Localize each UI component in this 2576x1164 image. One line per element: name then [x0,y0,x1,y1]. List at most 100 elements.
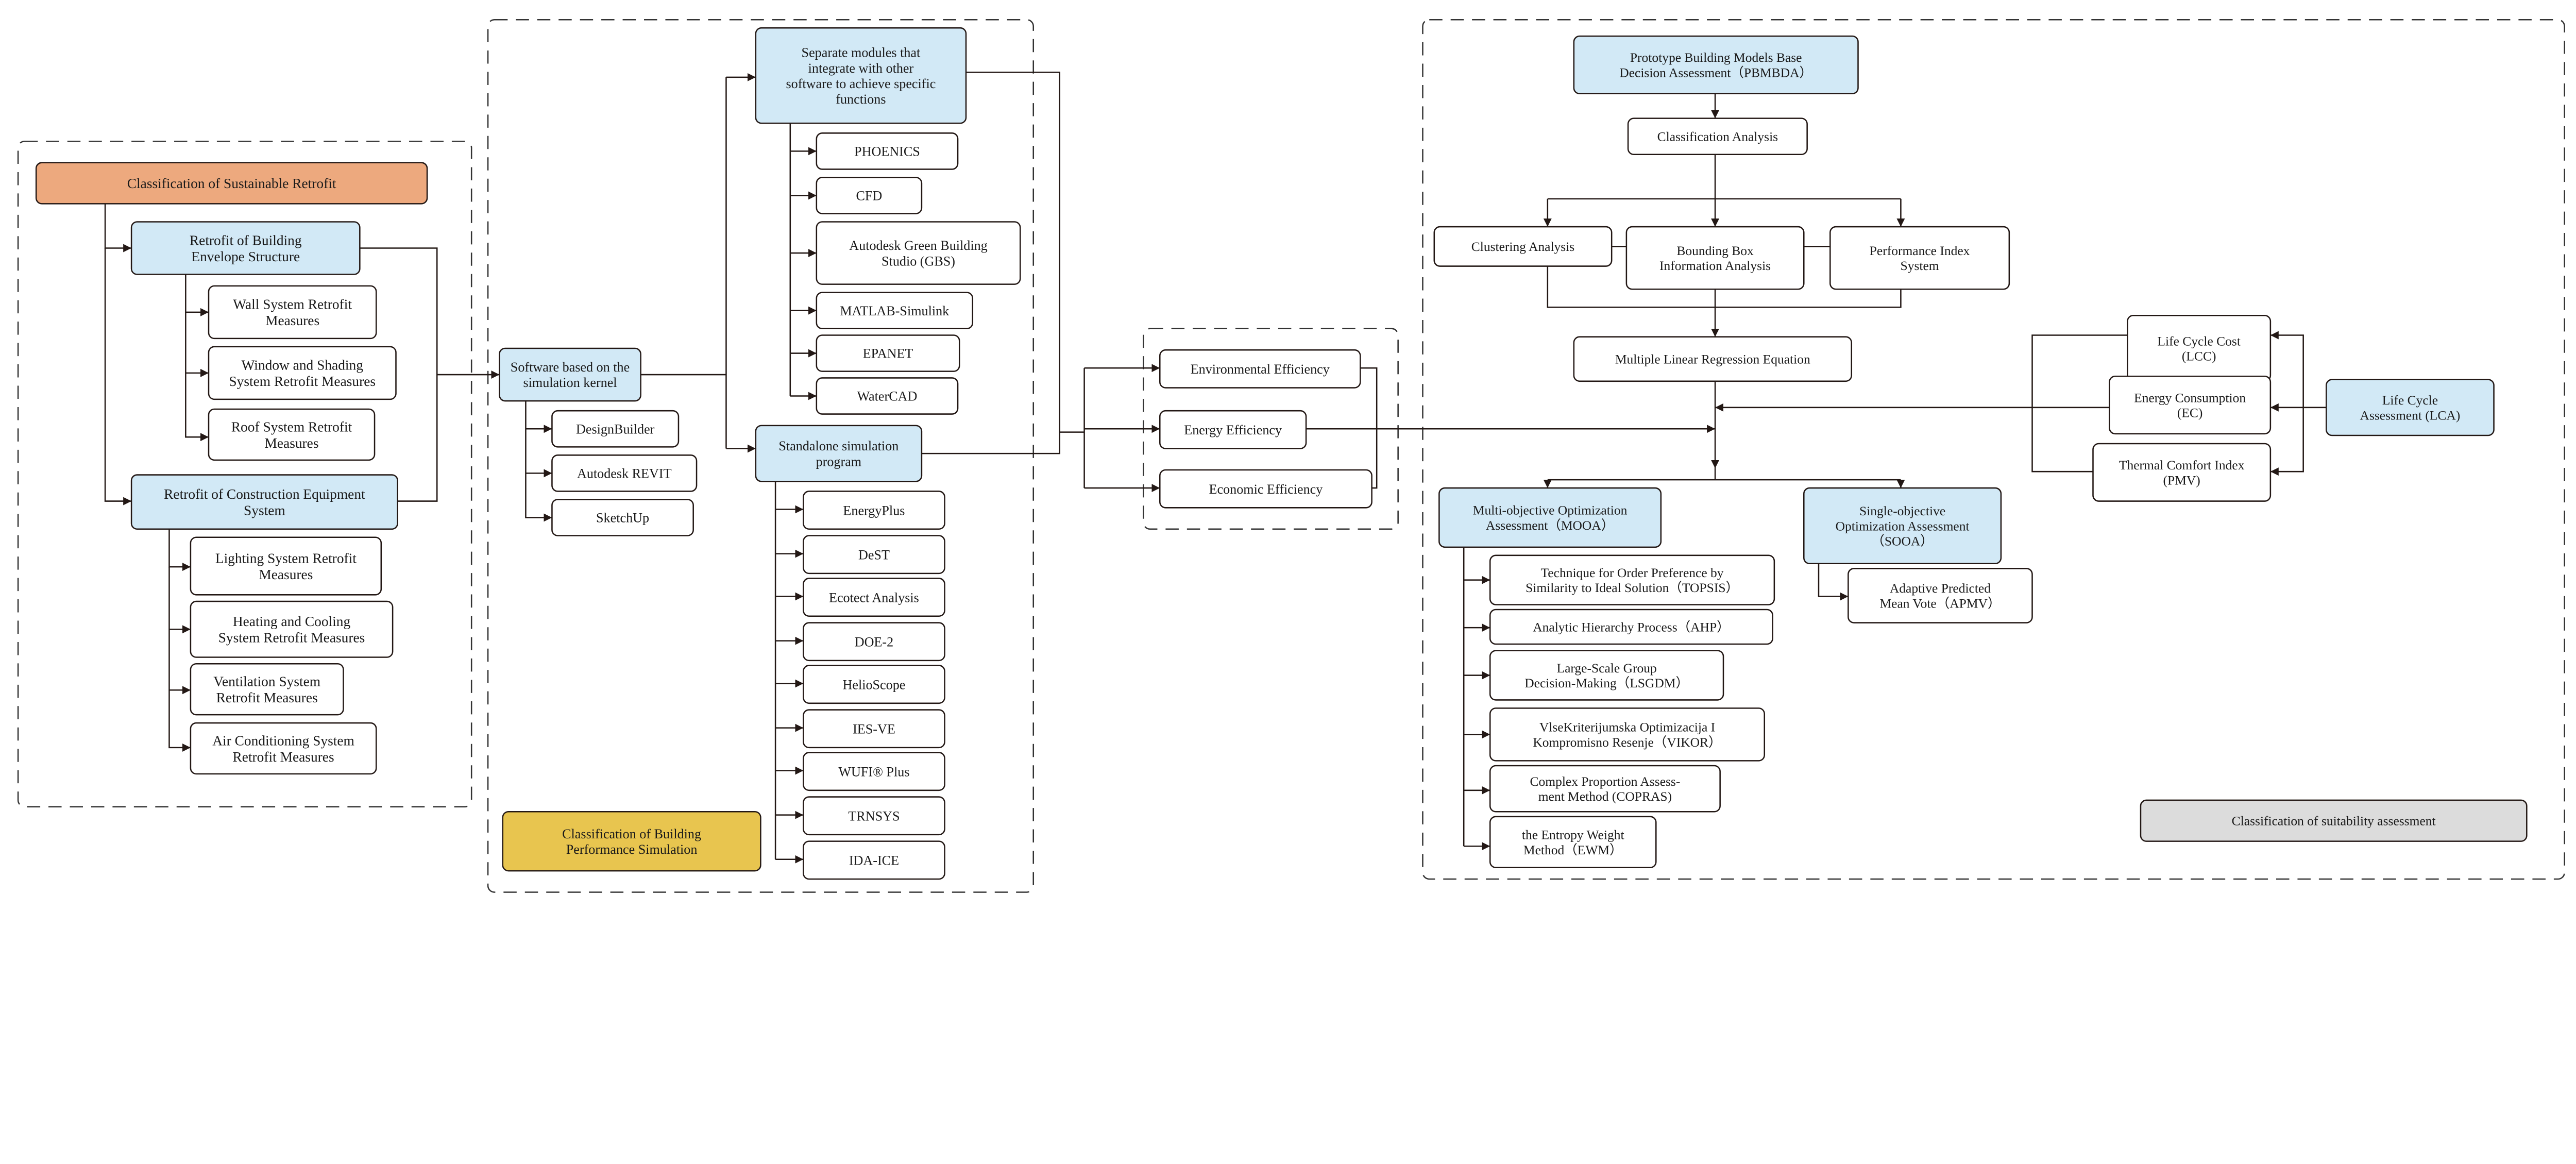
box-label-line: MATLAB-Simulink [840,303,950,318]
box-shape [816,334,960,372]
box-class-analysis: Classification Analysis [1627,117,1808,156]
box-label-line: Standalone simulation [778,438,899,453]
box-revit: Autodesk REVIT [551,454,698,492]
box-label-line: System Retrofit Measures [218,630,365,646]
box-shape [2109,375,2272,435]
box-shape [1159,410,1307,449]
box-pmv: Thermal Comfort Index(PMV) [2092,443,2272,502]
arrow-connector [525,401,552,522]
box-shape [208,346,397,400]
box-label-line: Envelope Structure [191,249,300,264]
box-shape [1627,117,1808,156]
box-label-line: Assessment（MOOA） [1486,518,1614,533]
box-label-line: WaterCAD [857,389,918,404]
box-label-line: Decision-Making（LSGDM） [1524,676,1689,690]
box-shape [803,578,945,617]
box-shape [803,535,945,575]
box-shape [551,410,680,448]
box-label-line: Clustering Analysis [1471,239,1574,254]
box-label-line: Air Conditioning System [212,733,354,748]
box-shape [816,377,959,415]
box-label-line: Analytic Hierarchy Process（AHP） [1533,619,1730,634]
box-label-line: Mean Vote（APMV） [1879,596,2001,611]
box-ahp: Analytic Hierarchy Process（AHP） [1489,609,1773,645]
box-label-line: Kompromisno Resenje（VIKOR） [1533,735,1721,750]
box-sketchup: SketchUp [551,499,694,536]
box-label-line: Complex Proportion Assess- [1530,774,1681,789]
box-shape [803,709,945,749]
box-shape [1489,765,1721,813]
box-label-line: Window and Shading [242,358,364,373]
box-shape [1573,35,1859,95]
box-shape [190,536,382,596]
arrow-connector [104,204,132,252]
box-label-line: Measures [259,567,313,582]
box-shape [35,162,428,205]
box-label-line: Classification Analysis [1657,129,1778,144]
box-label-line: Separate modules that [802,45,921,60]
box-label-line: SketchUp [596,511,649,526]
box-label-line: the Entropy Weight [1522,828,1624,842]
box-label-line: VlseKriterijumska Optimizacija I [1539,720,1715,735]
box-iesve: IES-VE [803,709,945,749]
box-label-line: Heating and Cooling [233,614,351,629]
box-label-line: WUFI® Plus [838,764,909,779]
box-watercad: WaterCAD [816,377,959,415]
box-label-line: Life Cycle Cost [2157,333,2240,348]
box-energyplus: EnergyPlus [803,491,945,530]
box-label-line: Assessment (LCA) [2360,408,2461,423]
box-shape [1848,568,2033,623]
arrow-connector [2270,407,2304,476]
box-shape [1489,816,1657,868]
box-label-line: Ventilation System [213,674,320,689]
box-copras: Complex Proportion Assess-ment Method (C… [1489,765,1721,813]
box-label-line: Economic Efficiency [1209,482,1323,497]
box-mlr: Multiple Linear Regression Equation [1573,336,1853,382]
box-label-line: Classification of Building [562,826,701,841]
box-label-line: Prototype Building Models Base [1630,50,1802,65]
box-label-line: program [816,454,862,469]
box-label-line: Bounding Box [1676,243,1754,258]
box-label-line: HelioScope [842,677,905,692]
box-shape [816,292,974,330]
box-label-line: Retrofit of Building [190,232,302,248]
box-label-line: ment Method (COPRAS) [1538,789,1672,804]
box-label-line: TRNSYS [848,808,900,823]
box-topsis: Technique for Order Preference bySimilar… [1489,554,1775,605]
box-shape [803,491,945,530]
box-shape [755,27,967,124]
boxes-layer: Classification of Sustainable RetrofitRe… [35,27,2528,880]
arrow-connector [185,274,209,316]
box-doe2: DOE-2 [803,622,945,662]
box-label-line: Retrofit Measures [216,690,318,705]
box-shape [1433,226,1613,267]
box-label-line: Similarity to Ideal Solution（TOPSIS） [1526,580,1739,595]
box-label-line: Studio (GBS) [882,254,955,268]
box-phoenics: PHOENICS [816,132,959,170]
box-label-line: Multi-objective Optimization [1473,503,1628,518]
box-label-line: Energy Efficiency [1184,423,1282,437]
box-label-line: Retrofit Measures [233,749,334,765]
box-label-line: integrate with other [808,61,914,76]
box-label-line: Adaptive Predicted [1890,581,1991,596]
box-label-line: Classification of Sustainable Retrofit [127,176,336,191]
box-shape [803,665,945,704]
box-shape [816,221,1021,285]
box-label-line: Single-objective [1859,503,1945,518]
box-label-line: Large-Scale Group [1556,661,1656,676]
panel-suitability-assessment [1422,19,2565,880]
box-shape [1489,650,1724,701]
box-label-line: System [244,503,285,518]
box-shape [1159,469,1372,509]
